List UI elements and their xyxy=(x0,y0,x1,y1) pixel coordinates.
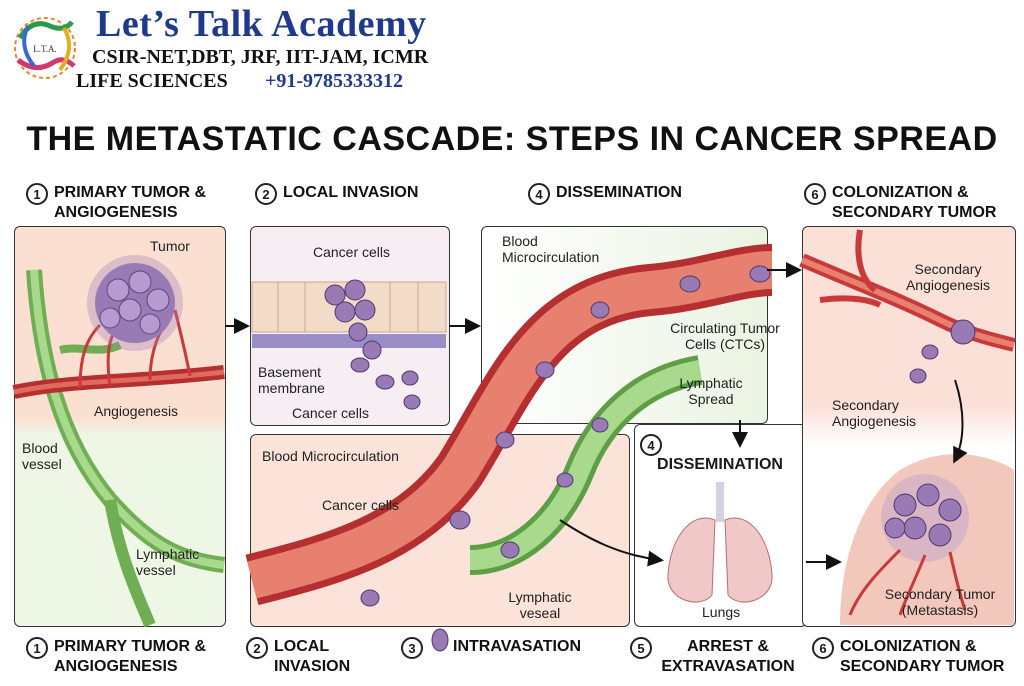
circulating-cells-shape xyxy=(360,265,771,652)
invading-cells-shape xyxy=(324,279,421,410)
dissemination-box-step: 4 xyxy=(640,434,662,456)
step-badge: 4 xyxy=(528,183,550,205)
label-cancer-cells-top: Cancer cells xyxy=(313,244,391,260)
logo-emblem-text: L.T.A. xyxy=(33,44,57,54)
label-secondary-angiogenesis-1: Secondary Angiogenesis xyxy=(905,261,991,293)
bottom-step-1: 1 PRIMARY TUMOR & ANGIOGENESIS xyxy=(26,637,226,677)
step-badge: 6 xyxy=(812,637,834,659)
step-label: INTRAVASATION xyxy=(453,638,581,655)
step-label: COLONIZATION & SECONDARY TUMOR xyxy=(832,184,997,221)
label-lymphatic-spread: Lymphatic Spread xyxy=(679,375,743,407)
label-lungs: Lungs xyxy=(702,604,741,620)
step-badge: 3 xyxy=(401,637,423,659)
step-badge: 5 xyxy=(630,637,652,659)
step-label: LOCAL INVASION xyxy=(274,638,351,675)
step-label: ARREST & EXTRAVASATION xyxy=(661,638,795,675)
label-tumor: Tumor xyxy=(150,238,190,254)
step-label: COLONIZATION & SECONDARY TUMOR xyxy=(840,638,1005,675)
step-badge: 6 xyxy=(804,183,826,205)
label-dissemination-box: DISSEMINATION xyxy=(657,456,783,473)
bottom-step-5: 5 ARREST & EXTRAVASATION xyxy=(630,637,805,677)
label-angiogenesis: Angiogenesis xyxy=(94,403,179,419)
primary-tumor-shape xyxy=(87,255,183,351)
label-cancer-cells-bottom: Cancer cells xyxy=(292,405,370,421)
label-basement-membrane: Basement membrane xyxy=(258,364,325,396)
step-badge: 2 xyxy=(246,637,268,659)
top-step-2: 2 LOCAL INVASION xyxy=(255,183,418,205)
logo-exams: CSIR-NET,DBT, JRF, IIT-JAM, ICMR xyxy=(92,46,429,68)
step-badge: 1 xyxy=(26,183,48,205)
logo-phone: +91-9785333312 xyxy=(265,70,404,92)
logo-name: Let’s Talk Academy xyxy=(96,3,427,45)
label-ctcs: Circulating Tumor Cells (CTCs) xyxy=(670,320,780,352)
step-label: DISSEMINATION xyxy=(556,184,682,201)
label-lymphatic-veseal: Lymphatic veseal xyxy=(508,589,572,621)
logo-emblem: L.T.A. xyxy=(6,8,84,88)
label-secondary-tumor: Secondary Tumor (Metastasis) xyxy=(884,586,996,618)
bottom-step-3: 3 INTRAVASATION xyxy=(401,637,581,659)
label-lymphatic-vessel: Lymphatic vessel xyxy=(136,546,200,578)
logo-subject: LIFE SCIENCES xyxy=(76,70,228,92)
label-blood-microcirculation-2: Blood Microcirculation xyxy=(262,448,399,464)
lungs-shape xyxy=(667,482,773,603)
diagram-title: THE METASTATIC CASCADE: STEPS IN CANCER … xyxy=(26,120,998,158)
step-label: PRIMARY TUMOR & ANGIOGENESIS xyxy=(54,184,206,221)
step-badge: 1 xyxy=(26,637,48,659)
top-step-4: 4 DISSEMINATION xyxy=(528,183,682,205)
bottom-step-2: 2 LOCAL INVASION xyxy=(246,637,366,677)
top-step-6: 6 COLONIZATION & SECONDARY TUMOR xyxy=(804,183,1019,223)
label-secondary-angiogenesis-2: Secondary Angiogenesis xyxy=(832,397,917,429)
step-label: LOCAL INVASION xyxy=(283,184,419,201)
panel-lungs xyxy=(634,424,807,627)
step-badge: 4 xyxy=(640,434,662,456)
label-blood-microcirculation: Blood Microcirculation xyxy=(502,233,600,265)
label-cancer-cells-vessel: Cancer cells xyxy=(322,497,400,513)
bottom-step-6: 6 COLONIZATION & SECONDARY TUMOR xyxy=(812,637,1017,677)
step-label: PRIMARY TUMOR & ANGIOGENESIS xyxy=(54,638,206,675)
secondary-tumor-shape xyxy=(881,474,969,562)
top-step-1: 1 PRIMARY TUMOR & ANGIOGENESIS xyxy=(26,183,226,223)
label-blood-vessel: Blood vessel xyxy=(22,440,62,472)
step-badge: 2 xyxy=(255,183,277,205)
